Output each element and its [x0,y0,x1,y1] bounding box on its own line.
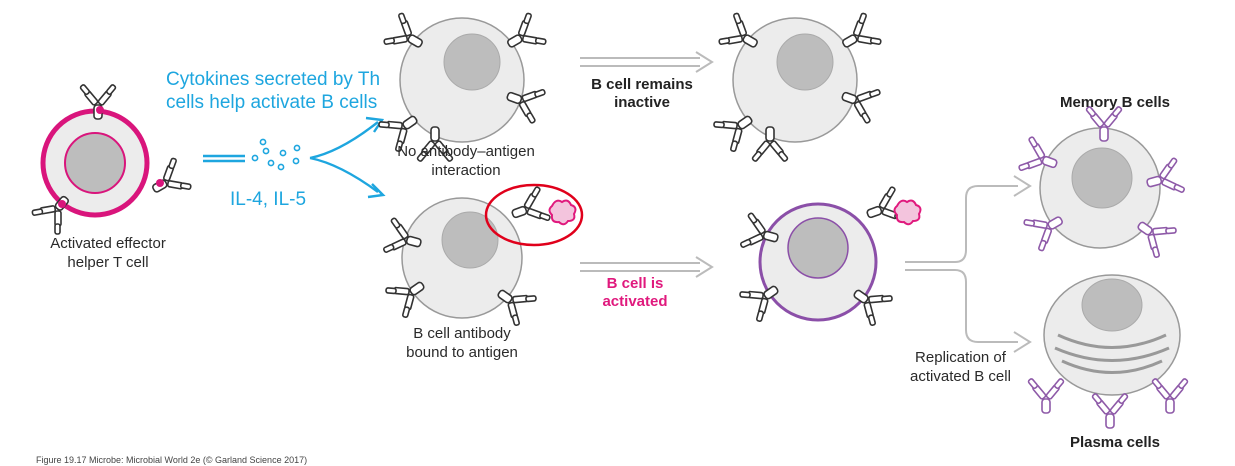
antigen-icon [893,199,922,226]
cytokines-label: Cytokines secreted by Th cells help acti… [166,69,381,113]
is-activated-label: B cell is activated [602,275,668,310]
b-cell-bound-label: B cell antibody bound to antigen [406,325,518,361]
antibody-icon [505,184,553,233]
b-cell-inactive [375,10,549,163]
arrow-icon [365,116,385,133]
t-receptor-icon [143,155,194,207]
replication-label: Replication of activated B cell [910,349,1011,385]
cytokine-flow [203,116,386,199]
activated-t-cell-label: Activated effector helper T cell [50,235,166,271]
no-interaction-label: No antibody–antigen interaction [397,143,535,179]
t-cell [29,83,194,238]
highlight-circle [484,183,584,247]
memory-b-cells-label: Memory B cells [1059,94,1171,111]
il-label: IL-4, IL-5 [230,189,307,210]
remains-inactive-label: B cell remains inactive [591,76,693,111]
b-cell-activated [736,184,922,329]
arrow-icon [1013,331,1032,353]
figure-caption: Figure 19.17 Microbe: Microbial World 2e… [36,455,308,465]
arrow-icon [1013,175,1032,197]
cytokine-dot-icon [251,138,301,171]
memory-b-cell [1016,105,1187,261]
plasma-cells-label: Plasma cells [1069,434,1161,451]
antibody-icon [1150,377,1190,414]
arrow-icon [580,51,714,73]
antibody-icon [1090,392,1130,429]
arrow-icon [367,183,386,199]
antibody-icon [1026,377,1066,414]
b-cell-bound [381,183,584,329]
b-cell-remains-inactive [710,10,884,163]
arrow-icon [580,256,714,278]
plasma-cell [1026,274,1190,429]
antigen-icon [548,199,577,226]
arrows [580,51,1032,353]
